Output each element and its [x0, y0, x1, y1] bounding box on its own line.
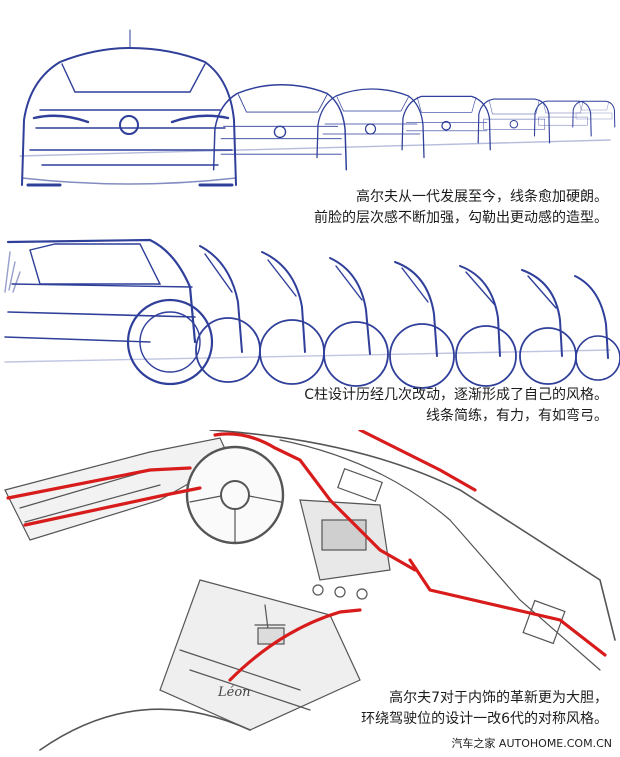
interior-sketch: Léon: [4, 430, 616, 751]
designer-signature: Léon: [217, 685, 251, 700]
interior-panel: Léon 高尔夫7对于内饰的革新更为大胆， 环绕驾驶位的设计一改6代的对称风格。: [0, 430, 620, 757]
interior-caption-line-2: 环绕驾驶位的设计一改6代的对称风格。: [361, 711, 608, 727]
side-caption: C柱设计历经几次改动，逐渐形成了自己的风格。 线条简练，有力，有如弯弓。: [304, 385, 608, 427]
side-caption-line-2: 线条简练，有力，有如弯弓。: [426, 408, 608, 424]
front-caption-line-2: 前脸的层次感不断加强，勾勒出更动感的造型。: [314, 210, 608, 226]
front-caption-line-1: 高尔夫从一代发展至今，线条愈加硬朗。: [356, 189, 608, 205]
front-evolution-panel: 高尔夫从一代发展至今，线条愈加硬朗。 前脸的层次感不断加强，勾勒出更动感的造型。: [0, 0, 620, 232]
autohome-watermark: 汽车之家 AUTOHOME.COM.CN: [451, 737, 612, 750]
front-caption: 高尔夫从一代发展至今，线条愈加硬朗。 前脸的层次感不断加强，勾勒出更动感的造型。: [314, 187, 608, 229]
front-evolution-sketch: [19, 29, 616, 187]
interior-caption: 高尔夫7对于内饰的革新更为大胆， 环绕驾驶位的设计一改6代的对称风格。: [361, 688, 608, 730]
side-caption-line-1: C柱设计历经几次改动，逐渐形成了自己的风格。: [304, 387, 608, 403]
c-pillar-sketch: [4, 238, 620, 389]
interior-caption-line-1: 高尔夫7对于内饰的革新更为大胆，: [389, 690, 608, 706]
c-pillar-panel: C柱设计历经几次改动，逐渐形成了自己的风格。 线条简练，有力，有如弯弓。: [0, 232, 620, 430]
